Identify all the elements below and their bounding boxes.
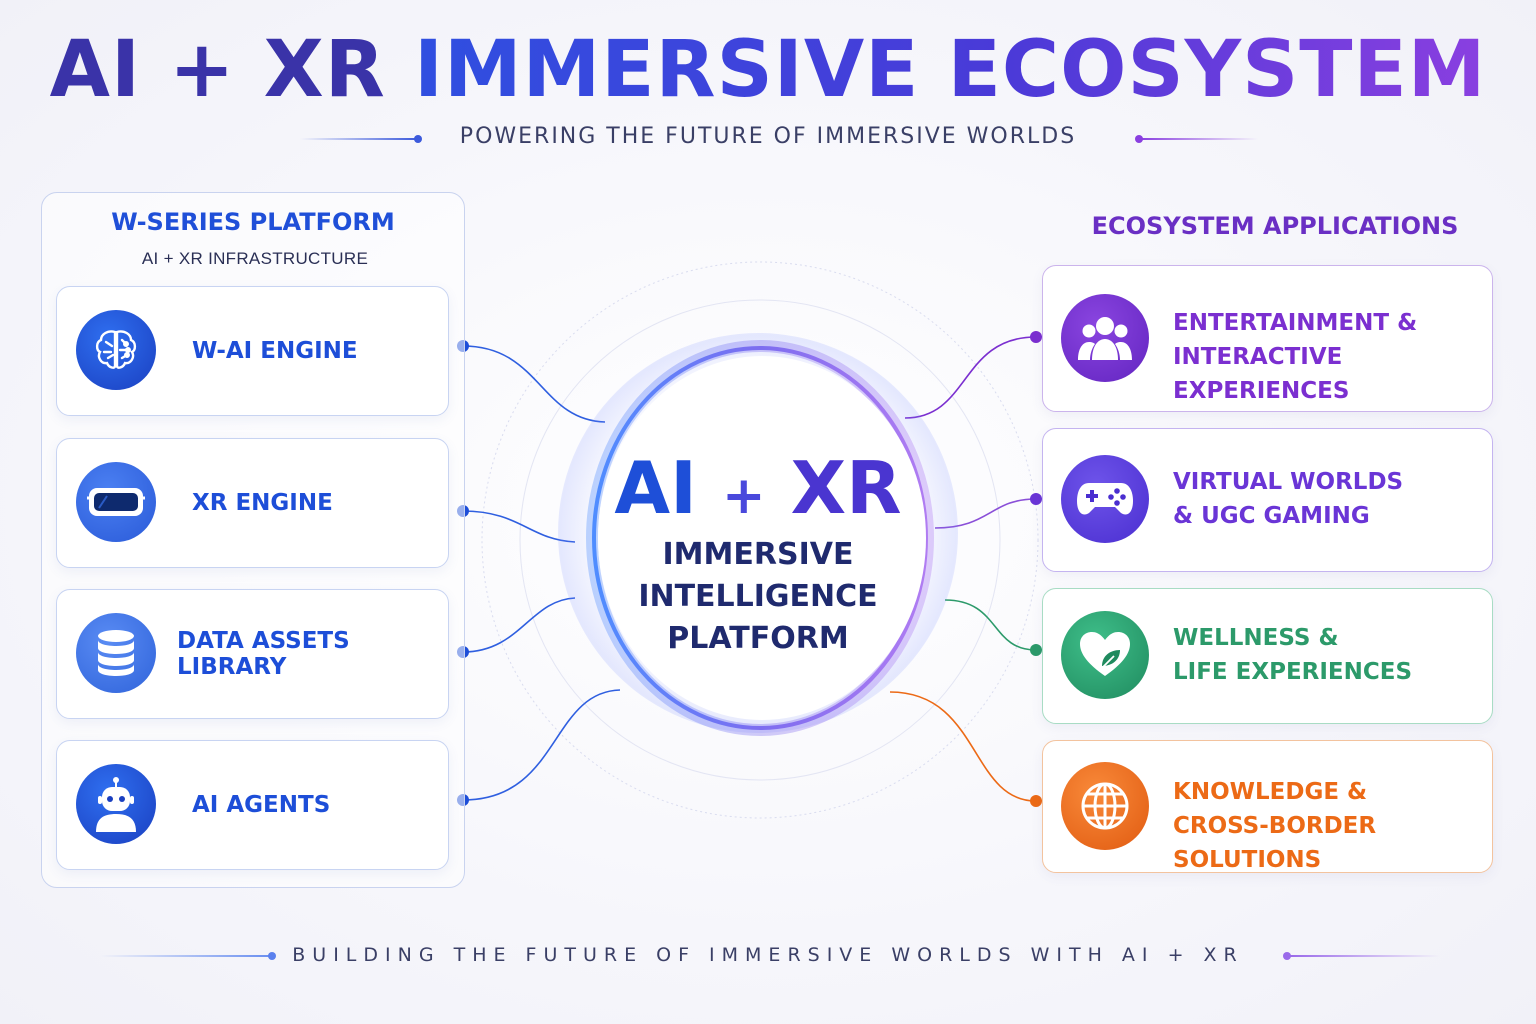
left-connectors — [462, 345, 621, 801]
hub-xr: XR — [790, 446, 902, 530]
card-label: VIRTUAL WORLDS & UGC GAMING — [1173, 465, 1403, 533]
card-data-assets-library[interactable]: DATA ASSETS LIBRARY — [56, 589, 449, 719]
hub-plus: + — [721, 466, 766, 526]
title-part2: IMMERSIVE ECOSYSTEM — [414, 25, 1487, 115]
right-connector-4 — [889, 691, 1037, 802]
card-wellness[interactable]: WELLNESS & LIFE EXPERIENCES — [1042, 588, 1493, 724]
card-label-line1: ENTERTAINMENT & — [1173, 310, 1418, 336]
subtitle-line-left — [300, 138, 418, 140]
hub-ai: AI — [614, 446, 697, 530]
brain-circuit-icon — [76, 310, 156, 390]
card-label: KNOWLEDGE & CROSS-BORDER SOLUTIONS — [1173, 775, 1492, 877]
gamepad-icon — [1061, 455, 1149, 543]
hub-description: IMMERSIVE INTELLIGENCE PLATFORM — [588, 534, 928, 660]
hub-line-1: IMMERSIVE — [662, 537, 854, 572]
subtitle-dot-right — [1135, 135, 1143, 143]
card-virtual-worlds[interactable]: VIRTUAL WORLDS & UGC GAMING — [1042, 428, 1493, 572]
footer-dot-right — [1283, 952, 1291, 960]
page-subtitle: POWERING THE FUTURE OF IMMERSIVE WORLDS — [459, 124, 1077, 149]
card-label-line2: & UGC GAMING — [1173, 503, 1370, 529]
card-label: WELLNESS & LIFE EXPERIENCES — [1173, 621, 1412, 689]
card-ai-agents[interactable]: AI AGENTS — [56, 740, 449, 870]
vr-headset-icon — [76, 462, 156, 542]
users-group-icon — [1061, 294, 1149, 382]
card-label-line2: LIFE EXPERIENCES — [1173, 659, 1413, 685]
right-connector-dot-2 — [1030, 493, 1042, 505]
hub-center — [598, 356, 926, 720]
card-xr-engine[interactable]: XR ENGINE — [56, 438, 449, 568]
card-label: XR ENGINE — [192, 490, 333, 516]
hub-mid-orbit — [519, 299, 1001, 781]
globe-icon — [1061, 762, 1149, 850]
right-connector-dot-3 — [1030, 644, 1042, 656]
footer-dot-left — [268, 952, 276, 960]
left-panel-title: W-SERIES PLATFORM — [111, 208, 395, 236]
card-label-line2: INTERACTIVE EXPERIENCES — [1173, 344, 1350, 404]
right-connector-dot-1 — [1030, 331, 1042, 343]
card-label: ENTERTAINMENT & INTERACTIVE EXPERIENCES — [1173, 306, 1492, 408]
card-knowledge[interactable]: KNOWLEDGE & CROSS-BORDER SOLUTIONS — [1042, 740, 1493, 873]
card-label: DATA ASSETS LIBRARY — [177, 628, 350, 680]
left-panel-subtitle: AI + XR INFRASTRUCTURE — [141, 249, 369, 268]
hub-ai-xr-title: AI + XR — [588, 446, 928, 530]
card-label: W-AI ENGINE — [192, 338, 358, 364]
database-icon — [76, 613, 156, 693]
right-connector-3 — [944, 599, 1037, 651]
card-w-ai-engine[interactable]: W-AI ENGINE — [56, 286, 449, 416]
card-label-line1: KNOWLEDGE & — [1173, 779, 1368, 805]
card-entertainment[interactable]: ENTERTAINMENT & INTERACTIVE EXPERIENCES — [1042, 265, 1493, 412]
subtitle-dot-left — [414, 135, 422, 143]
right-connector-dot-4 — [1030, 795, 1042, 807]
card-label-line2: CROSS-BORDER SOLUTIONS — [1173, 813, 1377, 873]
title-part1: AI + XR — [49, 25, 386, 115]
hub-outer-orbit — [481, 261, 1039, 819]
hub-line-2: INTELLIGENCE — [638, 579, 878, 614]
heart-leaf-icon — [1061, 611, 1149, 699]
subtitle-line-right — [1140, 138, 1258, 140]
page-title: AI + XR IMMERSIVE ECOSYSTEM — [0, 22, 1536, 118]
card-label: AI AGENTS — [192, 792, 331, 818]
footer-tagline: BUILDING THE FUTURE OF IMMERSIVE WORLDS … — [292, 944, 1244, 966]
robot-agent-icon — [76, 764, 156, 844]
footer-line-left — [100, 955, 270, 957]
right-connector-1 — [904, 336, 1037, 419]
card-label-line1: VIRTUAL WORLDS — [1173, 469, 1404, 495]
hub-line-3: PLATFORM — [667, 621, 849, 656]
right-connector-2 — [934, 498, 1037, 529]
card-label-line1: WELLNESS & — [1173, 625, 1339, 651]
footer-line-right — [1290, 955, 1440, 957]
right-panel-title: ECOSYSTEM APPLICATIONS — [1091, 212, 1459, 240]
